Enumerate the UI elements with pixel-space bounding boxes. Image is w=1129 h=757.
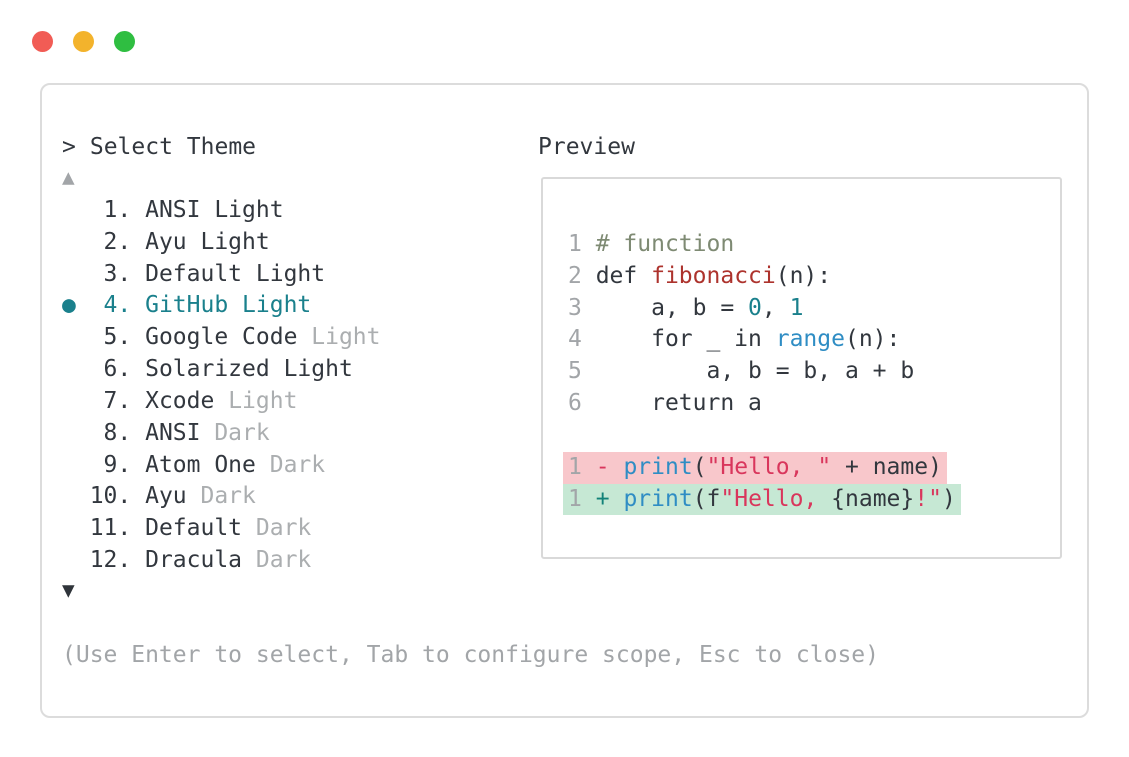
window-controls [32,31,135,52]
code-preview: 1 # function 2 def fibonacci(n): 3 a, b = … [563,229,961,516]
theme-item-ayu[interactable]: 10. Ayu Dark [62,481,381,513]
theme-name: Atom One [145,451,256,478]
diff-del-band: 1 - print("Hello, " + name) [563,451,947,484]
item-number: 3. [62,260,146,287]
window-close-button[interactable] [32,31,53,52]
item-number: 2. [62,228,146,255]
item-number: 6. [62,356,146,383]
item-number: 1. [62,197,146,223]
item-number: 12. [62,547,146,574]
code-line: 1 # function [568,231,735,257]
theme-name: Default [145,515,243,542]
scroll-down-icon[interactable]: ▼ [62,578,75,602]
code-line-diff-add: 1 + print(f"Hello, {name}!") [563,483,961,516]
theme-list: 1. ANSI Light 2. Ayu Light 3. Default Li… [62,195,381,577]
selector-header: > Select Theme [62,132,256,164]
item-number: 5. [62,324,146,351]
item-number: 9. [62,451,146,478]
code-line-diff-del: 1 - print("Hello, " + name) [563,451,961,484]
theme-item-xcode[interactable]: 7. Xcode Light [62,386,381,418]
theme-name: Solarized Light [145,356,353,383]
theme-item-github-light[interactable]: ● 4. GitHub Light [62,290,381,322]
theme-name: ANSI Light [145,197,284,223]
theme-name: Default Light [145,260,326,287]
code-line: 5 a, b = b, a + b [568,358,915,385]
code-line: 6 return a [568,390,762,417]
theme-name: Ayu [145,483,187,510]
theme-name: Ayu Light [145,228,270,255]
theme-item-google-code[interactable]: 5. Google Code Light [62,322,381,354]
scroll-up-icon[interactable]: ▲ [62,165,75,189]
preview-box: 1 # function 2 def fibonacci(n): 3 a, b = … [541,177,1062,559]
theme-name: Google Code [145,324,298,351]
preview-title: Preview [538,134,635,160]
prompt-caret-icon: > [62,134,76,160]
code-line: 3 a, b = 0, 1 [568,294,804,321]
theme-name: ANSI [145,419,201,446]
footer-hint: (Use Enter to select, Tab to configure s… [62,642,879,668]
theme-name: Dracula [145,547,243,574]
window-minimize-button[interactable] [73,31,94,52]
diff-add-band: 1 + print(f"Hello, {name}!") [563,483,961,516]
theme-variant-dim: Dark [186,483,256,510]
code-line [568,420,961,452]
theme-item-default[interactable]: 11. Default Dark [62,513,381,545]
theme-variant-dim: Light [297,324,381,351]
theme-item-default-light[interactable]: 3. Default Light [62,259,381,291]
theme-name: Xcode [145,387,215,414]
theme-name: GitHub Light [145,292,312,319]
item-number: 11. [62,515,146,542]
item-number: 7. [62,387,146,414]
theme-variant-dim: Dark [200,419,270,446]
theme-item-ansi[interactable]: 8. ANSI Dark [62,418,381,450]
code-line: 4 for _ in range(n): [568,326,901,353]
item-number: 10. [62,483,146,510]
theme-variant-dim: Dark [242,515,312,542]
theme-variant-dim: Dark [242,547,312,574]
window-zoom-button[interactable] [114,31,135,52]
theme-item-dracula[interactable]: 12. Dracula Dark [62,545,381,577]
theme-item-solarized-light[interactable]: 6. Solarized Light [62,354,381,386]
selected-marker: ● 4. [62,292,146,319]
panel-title: Select Theme [89,134,257,160]
theme-item-ayu-light[interactable]: 2. Ayu Light [62,227,381,259]
theme-variant-dim: Dark [255,451,326,478]
theme-item-ansi-light[interactable]: 1. ANSI Light [62,195,381,227]
theme-selector-panel: > Select Theme Preview ▲ 1. ANSI Light 2… [40,83,1089,718]
theme-variant-dim: Light [214,387,298,414]
item-number: 8. [62,419,146,446]
theme-item-atom-one[interactable]: 9. Atom One Dark [62,450,381,482]
code-line: 2 def fibonacci(n): [568,262,832,289]
